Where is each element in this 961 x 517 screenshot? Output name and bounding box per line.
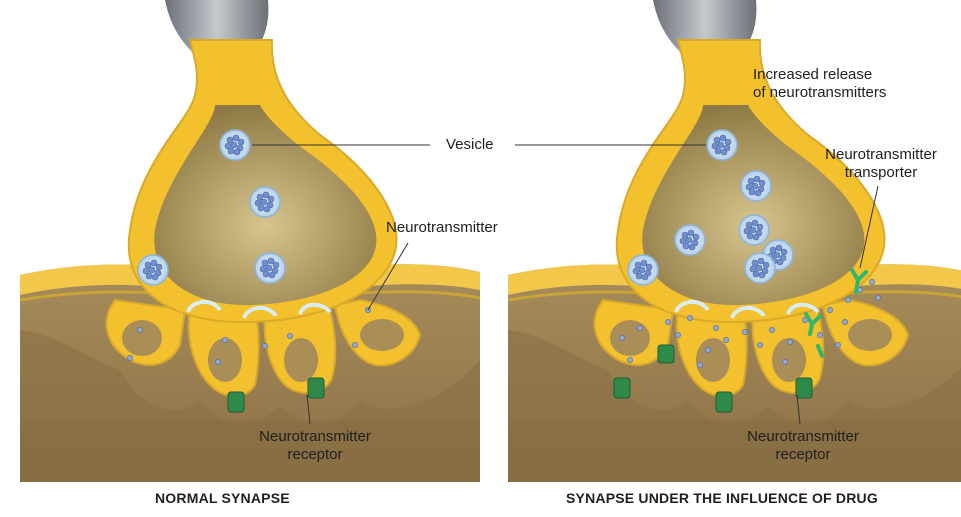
drug-synapse-caption: SYNAPSE UNDER THE INFLUENCE OF DRUG xyxy=(566,490,878,506)
vesicle-left-1 xyxy=(220,130,250,160)
receptor-label-right-line1: Neurotransmitter xyxy=(728,428,878,446)
normal-synapse-caption: NORMAL SYNAPSE xyxy=(155,490,290,506)
vesicle-right-1 xyxy=(707,130,737,160)
increased-release-label: Increased release of neurotransmitters xyxy=(753,66,886,102)
vesicle-right-6 xyxy=(745,253,775,283)
neurotransmitter-label: Neurotransmitter xyxy=(386,219,498,237)
vesicle-label: Vesicle xyxy=(446,136,494,154)
transporter-label-line1: Neurotransmitter xyxy=(806,146,956,164)
transporter-label: Neurotransmitter transporter xyxy=(806,146,956,182)
vesicle-right-3 xyxy=(675,225,705,255)
increased-release-line2: of neurotransmitters xyxy=(753,84,886,102)
vesicle-left-2 xyxy=(250,187,280,217)
vesicle-right-4 xyxy=(739,215,769,245)
receptor-label-right: Neurotransmitter receptor xyxy=(728,428,878,464)
increased-release-line1: Increased release xyxy=(753,66,886,84)
receptor-label-left: Neurotransmitter receptor xyxy=(240,428,390,464)
vesicle-left-4 xyxy=(138,255,168,285)
vesicle-right-7 xyxy=(628,255,658,285)
receptor-label-left-line2: receptor xyxy=(240,446,390,464)
vesicle-left-3 xyxy=(255,253,285,283)
normal-synapse-panel xyxy=(20,0,480,482)
vesicle-right-2 xyxy=(741,171,771,201)
receptor-label-right-line2: receptor xyxy=(728,446,878,464)
drug-synapse-panel xyxy=(508,0,961,482)
receptor-label-left-line1: Neurotransmitter xyxy=(240,428,390,446)
transporter-label-line2: transporter xyxy=(806,164,956,182)
